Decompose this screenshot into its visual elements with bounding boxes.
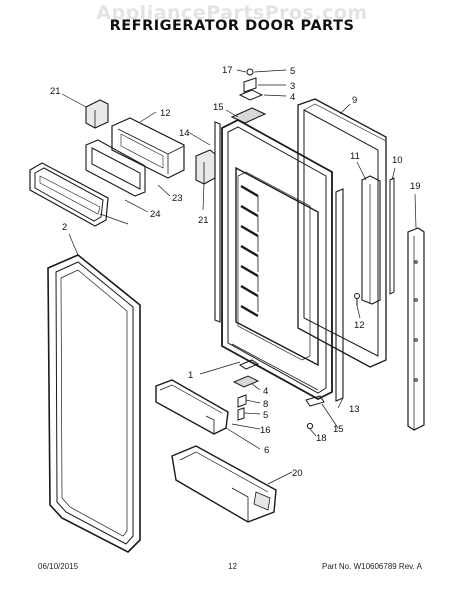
door-gasket-part <box>47 254 141 553</box>
callout-7: 8 <box>263 399 268 410</box>
callout-16: 16 <box>260 425 271 436</box>
watermark: AppliancePartsPros.com <box>96 2 368 24</box>
door-liner-part <box>221 118 333 401</box>
large-door-bin-part <box>171 445 277 523</box>
callout-13: 13 <box>349 404 360 415</box>
callout-22: 23 <box>172 193 183 204</box>
footer-page: 12 <box>228 562 237 571</box>
callout-6: 6 <box>264 445 269 456</box>
callout-20: 20 <box>292 468 303 479</box>
callout-9: 10 <box>392 155 403 166</box>
callout-15a: 15 <box>213 102 224 113</box>
bottom-hinge-part <box>232 359 325 430</box>
callout-18: 18 <box>316 433 327 444</box>
callout-10: 11 <box>350 151 360 162</box>
callout-1: 1 <box>188 370 193 381</box>
callout-8: 9 <box>352 95 357 106</box>
outer-door-panel-part <box>297 98 387 368</box>
callout-4b: 4 <box>263 386 268 397</box>
handle-bracket-part <box>407 227 425 431</box>
callout-21a: 21 <box>50 86 61 97</box>
side-trim-part <box>361 175 381 305</box>
callout-21b: 21 <box>198 215 209 226</box>
footer-part-number: Part No. W10606789 Rev. A <box>322 562 422 571</box>
callout-11: 12 <box>354 320 365 331</box>
callout-5a: 5 <box>290 66 295 77</box>
screw-part <box>354 293 360 306</box>
callout-19: 19 <box>410 181 421 192</box>
page-title: REFRIGERATOR DOOR PARTS <box>109 18 355 34</box>
callout-17: 17 <box>222 65 233 76</box>
dairy-door-part <box>29 162 109 227</box>
callout-2: 2 <box>62 222 67 233</box>
footer-date: 06/10/2015 <box>38 562 79 571</box>
callout-4a: 4 <box>290 92 295 103</box>
dairy-bin-rim-part <box>85 139 146 197</box>
callout-15b: 15 <box>333 424 344 435</box>
callout-3: 3 <box>290 81 295 92</box>
trim-strip-part <box>214 121 221 323</box>
callout-5b: 5 <box>263 410 268 421</box>
bracket-part-upper <box>85 99 109 129</box>
callout-14: 14 <box>179 128 190 139</box>
callout-23: 24 <box>150 209 161 220</box>
callout-leaders <box>61 69 417 485</box>
callout-12: 12 <box>160 108 171 119</box>
dairy-housing-part <box>111 117 185 179</box>
